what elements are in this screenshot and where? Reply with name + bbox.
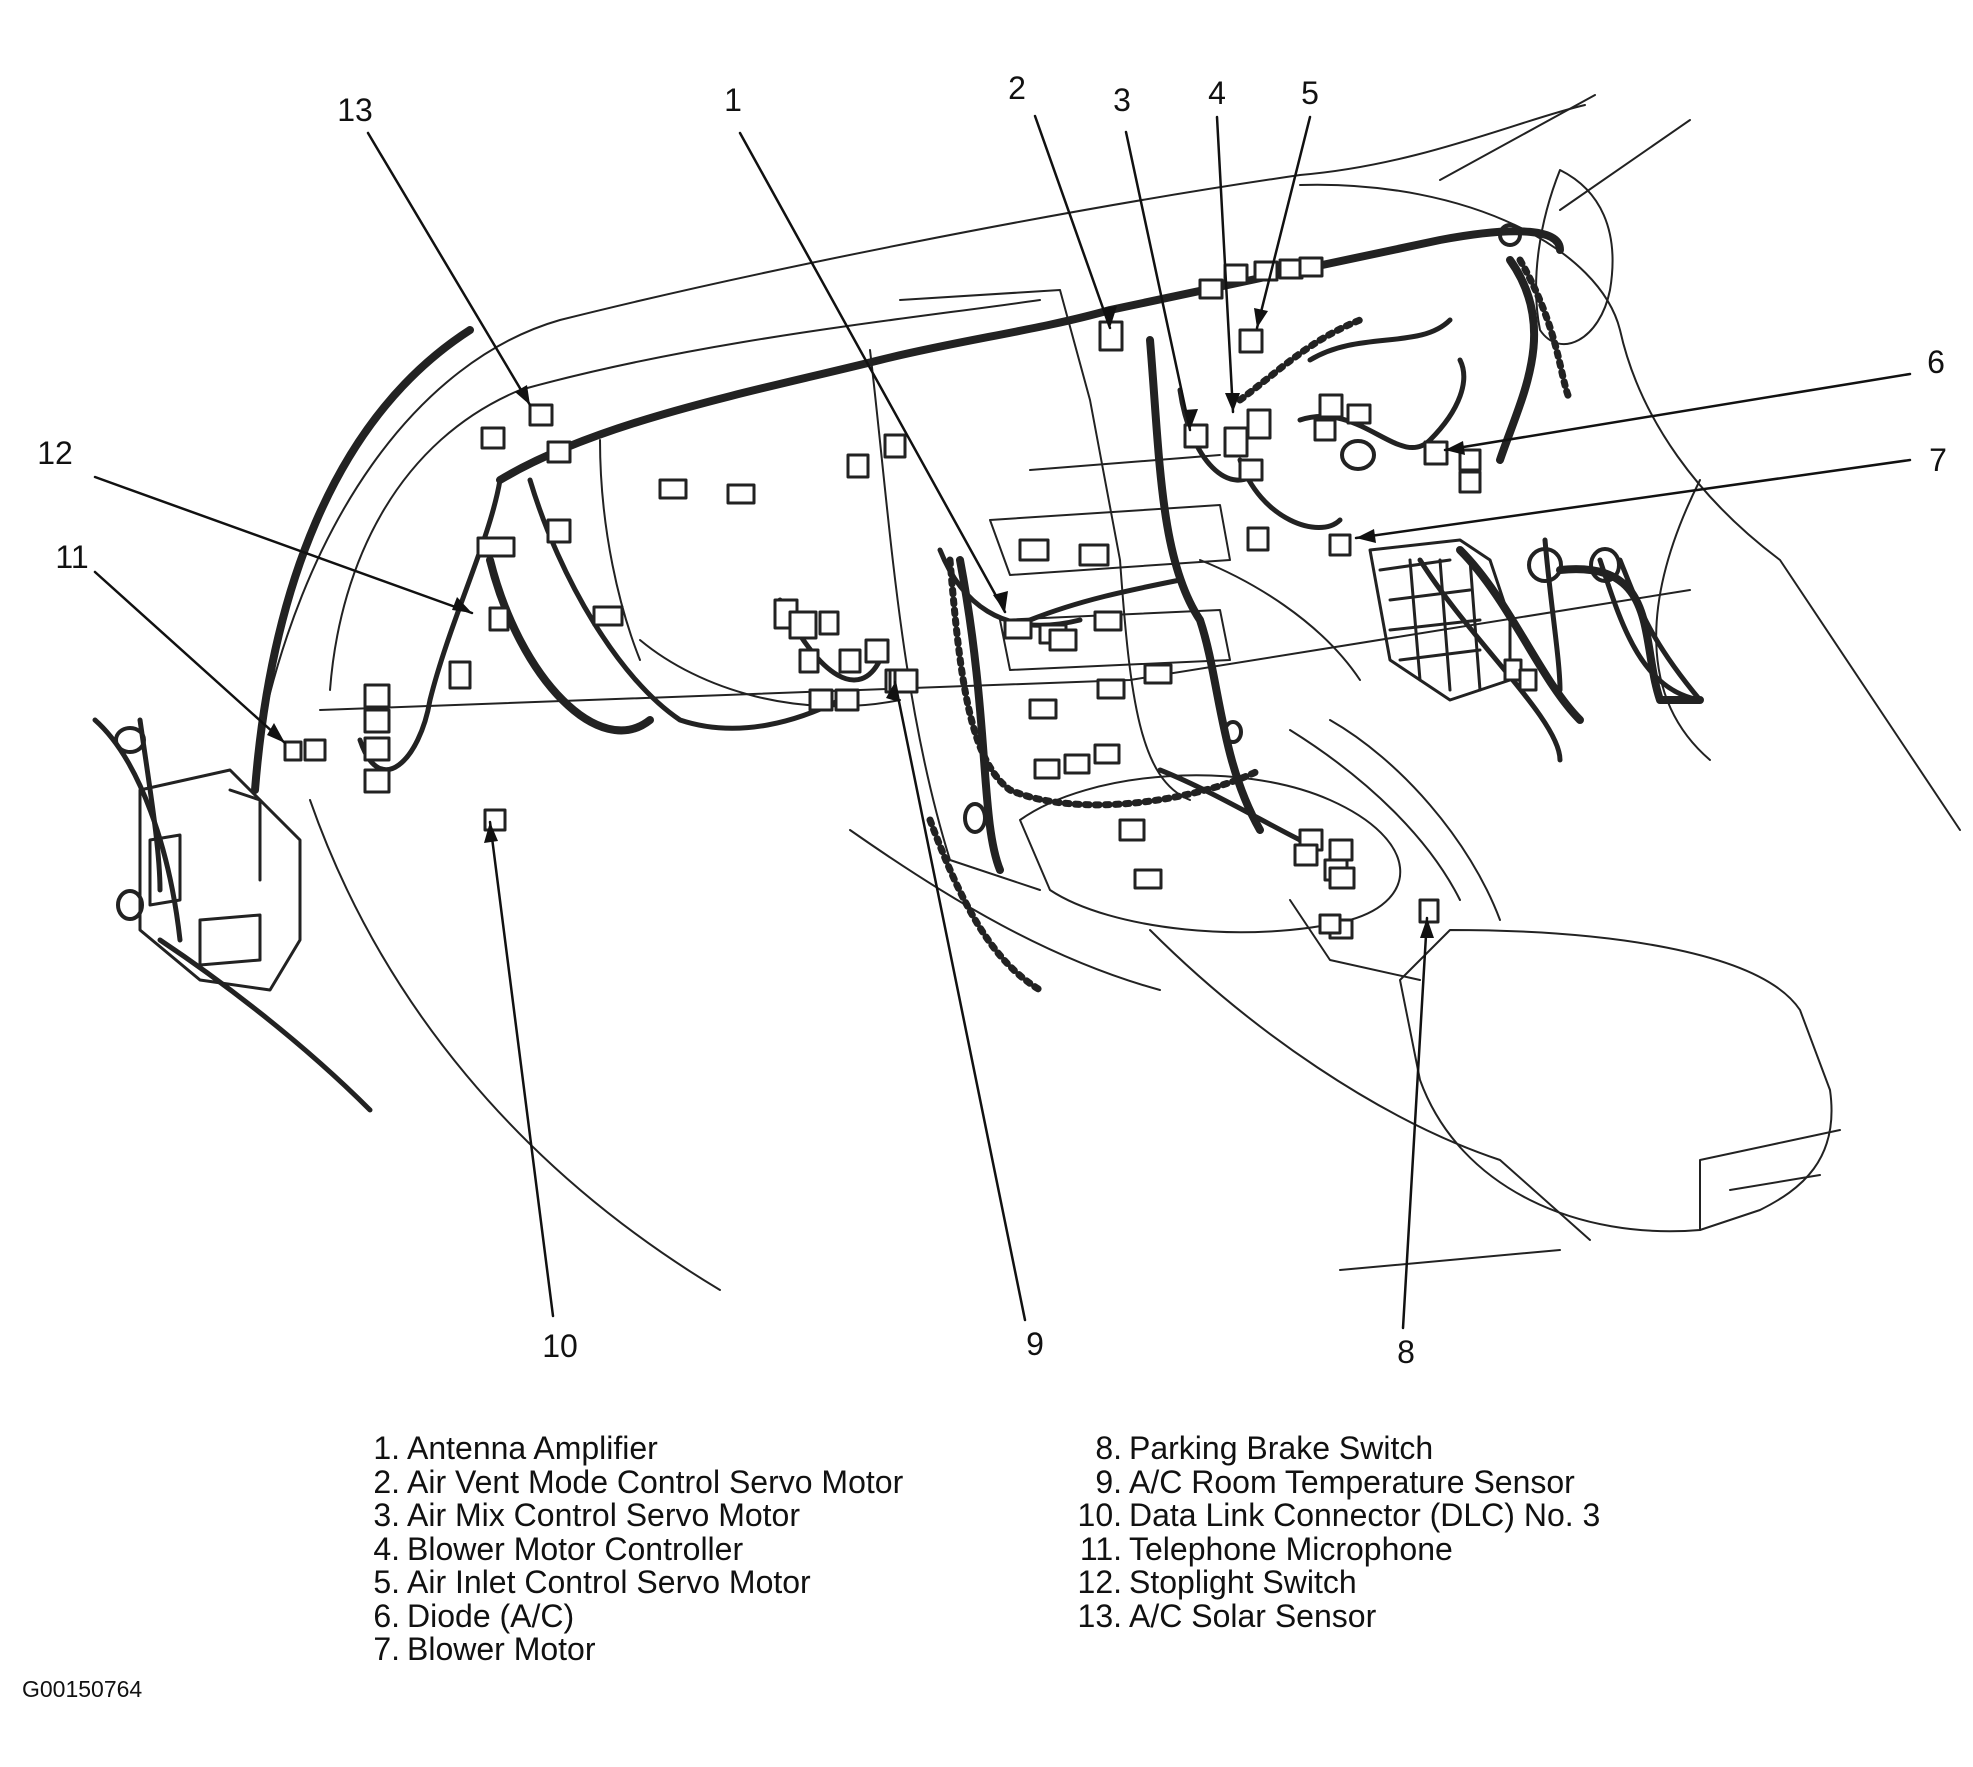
legend-number: 2. — [373, 1463, 400, 1500]
legend-item: 2.Air Vent Mode Control Servo Motor — [360, 1463, 904, 1500]
callout-7: 7 — [1929, 442, 1947, 478]
legend-item: 6.Diode (A/C) — [360, 1597, 903, 1634]
figure-id: G00150764 — [22, 1676, 143, 1702]
legend-number: 10. — [1077, 1497, 1122, 1533]
legend-label: Parking Brake Switch — [1129, 1430, 1434, 1466]
legend-number: 8. — [1095, 1430, 1122, 1466]
legend-number: 3. — [373, 1497, 400, 1533]
legend-number: 7. — [373, 1631, 400, 1667]
legend-right-column: 8.Parking Brake Switch 9.A/C Room Temper… — [1062, 1430, 1601, 1634]
legend-label: Blower Motor — [407, 1631, 596, 1667]
legend-item: 5.Air Inlet Control Servo Motor — [360, 1564, 903, 1600]
callout-3: 3 — [1113, 82, 1131, 118]
callout-6: 6 — [1927, 344, 1945, 380]
legend-item: 1.Antenna Amplifier — [360, 1430, 903, 1466]
legend-number: 13. — [1077, 1597, 1122, 1634]
legend-label: Air Inlet Control Servo Motor — [407, 1564, 811, 1600]
callout-1: 1 — [724, 82, 742, 118]
grommets — [114, 223, 1621, 921]
callout-13: 13 — [337, 92, 373, 128]
legend-number: 12. — [1077, 1564, 1122, 1600]
legend-label: Telephone Microphone — [1129, 1530, 1453, 1567]
legend-label: A/C Room Temperature Sensor — [1129, 1463, 1575, 1500]
harness-dashed — [926, 256, 1574, 994]
legend-item: 12.Stoplight Switch — [1062, 1564, 1600, 1600]
legend-number: 11. — [1079, 1530, 1122, 1567]
callout-9: 9 — [1026, 1326, 1044, 1362]
legend-label: Data Link Connector (DLC) No. 3 — [1129, 1497, 1601, 1533]
legend-label: A/C Solar Sensor — [1129, 1597, 1377, 1634]
callout-11: 11 — [55, 539, 89, 575]
legend-item: 9.A/C Room Temperature Sensor — [1062, 1463, 1600, 1500]
legend-item: 3.Air Mix Control Servo Motor — [360, 1497, 903, 1533]
legend-number: 5. — [373, 1564, 400, 1600]
legend-label: Antenna Amplifier — [407, 1430, 658, 1466]
callout-5: 5 — [1301, 75, 1319, 111]
legend-number: 6. — [373, 1597, 400, 1634]
legend-label: Stoplight Switch — [1129, 1564, 1357, 1600]
legend-item: 7.Blower Motor — [360, 1631, 903, 1667]
legend-number: 1. — [373, 1430, 400, 1466]
legend-label: Blower Motor Controller — [407, 1530, 744, 1567]
legend-label: Air Mix Control Servo Motor — [407, 1497, 800, 1533]
callout-8: 8 — [1397, 1334, 1415, 1370]
legend-item: 13.A/C Solar Sensor — [1062, 1597, 1600, 1634]
wiring-harness — [251, 227, 1704, 874]
callout-4: 4 — [1208, 75, 1226, 111]
legend-item: 8.Parking Brake Switch — [1062, 1430, 1600, 1466]
legend-item: 10.Data Link Connector (DLC) No. 3 — [1062, 1497, 1601, 1533]
legend-item: 4.Blower Motor Controller — [360, 1530, 903, 1567]
callout-10: 10 — [542, 1328, 578, 1364]
legend-label: Diode (A/C) — [407, 1597, 575, 1634]
leader-lines — [93, 114, 1912, 1330]
legend-label: Air Vent Mode Control Servo Motor — [407, 1463, 904, 1500]
legend-number: 4. — [373, 1530, 400, 1567]
connectors — [283, 256, 1538, 940]
legend-item: 11.Telephone Microphone — [1062, 1530, 1600, 1567]
junction-block-left — [138, 768, 302, 992]
dashboard-outline — [254, 94, 1961, 1291]
callout-12: 12 — [37, 435, 73, 471]
callout-2: 2 — [1008, 70, 1026, 106]
legend-left-column: 1.Antenna Amplifier 2.Air Vent Mode Cont… — [360, 1430, 904, 1667]
junction-block-right — [1368, 538, 1512, 702]
arrowheads — [267, 306, 1465, 938]
legend-number: 9. — [1095, 1463, 1122, 1500]
